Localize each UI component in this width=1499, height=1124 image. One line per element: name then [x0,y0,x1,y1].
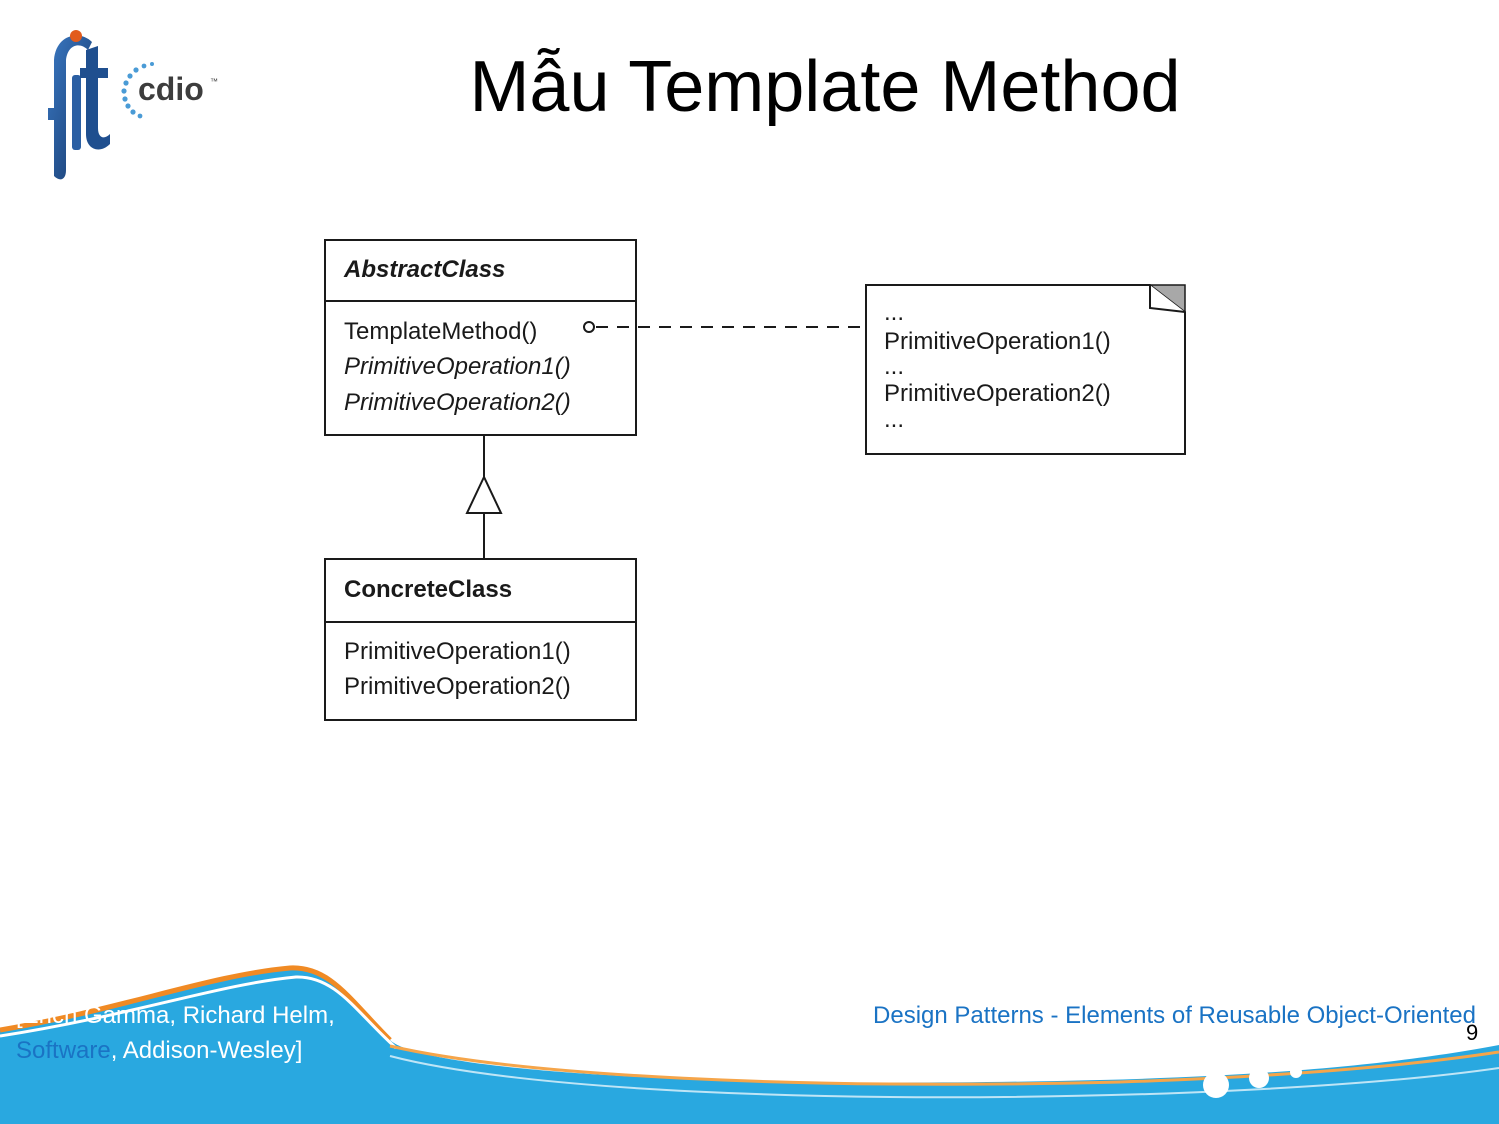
fit-cdio-logo: cdio ™ [48,30,218,180]
note-line: ... [884,299,904,326]
note-line: ... [884,406,904,433]
note-line: PrimitiveOperation1() [884,328,1111,355]
concrete-op-primitive2: PrimitiveOperation2() [344,673,571,700]
footer-wave [0,965,1499,1124]
note-line: ... [884,353,904,380]
svg-text:™: ™ [210,77,218,86]
abstract-op-template: TemplateMethod() [344,318,537,345]
abstract-op-primitive2: PrimitiveOperation2() [344,389,571,416]
abstract-class-name: AbstractClass [343,256,505,283]
page-number: 9 [1466,1020,1479,1045]
slide-title: Mẫu Template Method [469,47,1181,127]
concrete-op-primitive1: PrimitiveOperation1() [344,638,571,665]
book-title-link[interactable]: Design Patterns - Elements of Reusable O… [873,1002,1476,1029]
note-line: PrimitiveOperation2() [884,380,1111,407]
footer-dot [1290,1066,1302,1078]
citation: [Erich Gamma, Richard Helm, Software, Ad… [16,998,386,1068]
abstract-class-box [324,239,637,436]
citation-rest: , Addison-Wesley] [110,1037,303,1064]
concrete-class-name: ConcreteClass [344,576,512,603]
note-anchor [583,321,595,333]
inheritance-arrow [465,474,503,514]
citation-line1: [Erich Gamma, Richard Helm, [16,1002,335,1029]
concrete-class-box [324,558,637,721]
abstract-op-primitive1: PrimitiveOperation1() [344,353,571,380]
citation-link[interactable]: Software [16,1037,111,1064]
footer-dot [1249,1068,1269,1088]
note-box [865,284,1186,455]
logo-text: cdio [138,71,204,107]
footer-dot [1203,1072,1229,1098]
